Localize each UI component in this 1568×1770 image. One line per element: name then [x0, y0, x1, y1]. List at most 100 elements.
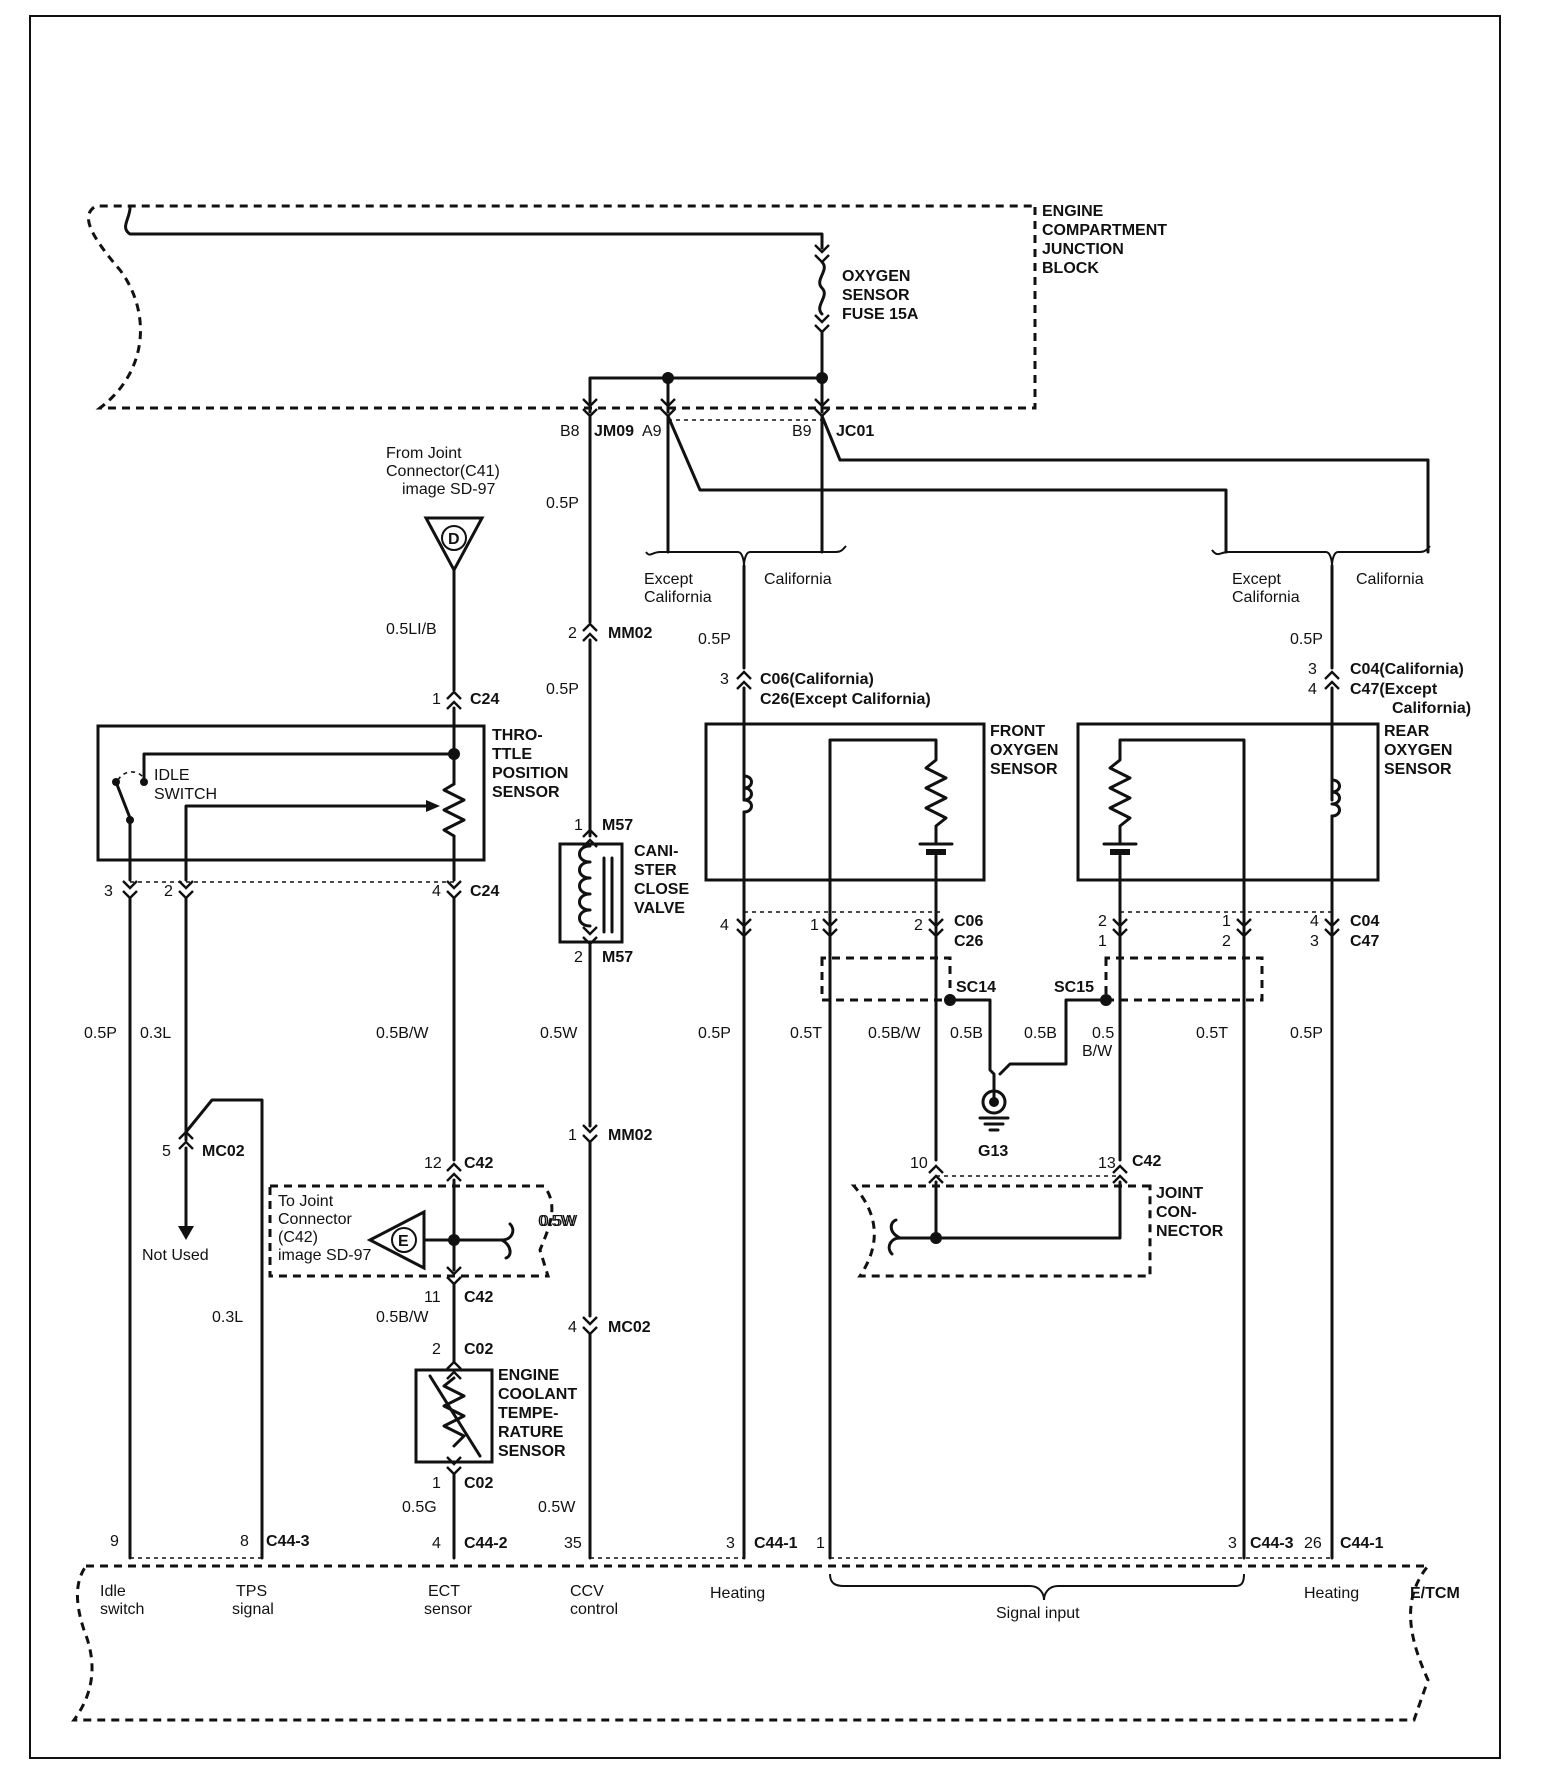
fuse-connector-bottom: [813, 313, 831, 334]
label-jm09: JM09: [594, 423, 634, 440]
pin-4-c44-2: 4: [432, 1535, 441, 1552]
label-c02-bottom: C02: [464, 1475, 493, 1492]
offpage-e-letter: E: [398, 1233, 409, 1250]
label-c47-except-1: C47(Except: [1350, 681, 1438, 698]
label-c04-california: C04(California): [1350, 661, 1464, 678]
label-mm02-bottom: MM02: [608, 1127, 653, 1144]
bus-splice-2: [816, 372, 828, 384]
engine-coolant-temperature-sensor: [414, 1368, 494, 1464]
wire-05p-mm02: 0.5P: [546, 681, 579, 698]
label-c44-3-right: C44-3: [1250, 1535, 1294, 1552]
wire-05lib: 0.5LI/B: [386, 621, 437, 638]
pin-1-front: 1: [810, 917, 819, 934]
pin-1-c44-3: 1: [816, 1535, 825, 1552]
pin-1-rear-b: 1: [1222, 913, 1231, 930]
label-mc02-4: MC02: [608, 1319, 651, 1336]
pin-b9: B9: [792, 423, 812, 440]
label-c06-california: C06(California): [760, 671, 874, 688]
front-split-bracket: [645, 545, 847, 567]
label-g13: G13: [978, 1143, 1008, 1160]
pin-10-c42: 10: [910, 1155, 928, 1172]
wire-05bw-label-2: 0.5B/W: [376, 1309, 429, 1326]
label-c24-bottom: C24: [470, 883, 499, 900]
signal-input-bracket: [829, 1573, 1245, 1601]
pin-1-c24: 1: [432, 691, 441, 708]
rear-o2-heater-coil: [1330, 778, 1341, 818]
wire-b9-cal-rear: [820, 414, 1430, 554]
pin-1-rear: 1: [1098, 933, 1107, 950]
splice-box-sc15: [1104, 956, 1264, 1002]
fuse-feed-wire: [124, 206, 824, 250]
term-idle-1: Idle: [100, 1583, 126, 1600]
pin-4-c24: 4: [432, 883, 441, 900]
front-o2-sensing-element: [828, 738, 948, 942]
wire-05w-mm02: 0.5W: [538, 1213, 576, 1230]
idle-switch-label-2: SWITCH: [154, 786, 217, 803]
not-used-arrow: [178, 1226, 194, 1240]
pin-3-c44-3: 3: [1228, 1535, 1237, 1552]
label-mm02-top: MM02: [608, 625, 653, 642]
connector-c02-1: [445, 1455, 463, 1476]
wire-05p-rear-heater: 0.5P: [1290, 1025, 1323, 1042]
wire-05p-front-feed: 0.5P: [698, 631, 731, 648]
wire-05bw-front: 0.5B/W: [868, 1025, 921, 1042]
term-tps-1: TPS: [236, 1583, 267, 1600]
oxygen-sensor-fuse: [818, 260, 826, 316]
front-o2-heater-coil: [742, 774, 753, 814]
label-c44-1-right: C44-1: [1340, 1535, 1384, 1552]
split-except-2: California: [644, 589, 712, 606]
split-california: California: [764, 571, 832, 588]
term-signal-input: Signal input: [996, 1605, 1080, 1622]
pin-3-c24: 3: [104, 883, 113, 900]
rear-split-bracket: [1211, 545, 1431, 567]
c42-feed-05w: [452, 1222, 515, 1260]
connector-c24-4: [445, 879, 463, 900]
joint-feed: [887, 1218, 938, 1256]
fuse-label-2: SENSOR: [842, 287, 910, 304]
pin-26-c44: 26: [1304, 1535, 1322, 1552]
wire-03l-lower: 0.3L: [212, 1309, 243, 1326]
pin-a9: A9: [642, 423, 662, 440]
connector-c24-2: [177, 879, 195, 900]
tps-label-2: TTLE: [492, 746, 532, 763]
pin-3-c06: 3: [720, 671, 729, 688]
connector-c24-1: [445, 690, 463, 711]
etcm-module: [71, 1564, 1432, 1722]
wire-05g: 0.5G: [402, 1499, 437, 1516]
to-joint-3: (C42): [278, 1229, 318, 1246]
pin-1-m57: 1: [574, 817, 583, 834]
label-c44-2: C44-2: [464, 1535, 508, 1552]
wire-sc15-ground: [998, 998, 1108, 1076]
label-c44-1-left: C44-1: [754, 1535, 798, 1552]
front-o2-label-2: OXYGEN: [990, 742, 1058, 759]
wire-05p-rear-feed: 0.5P: [1290, 631, 1323, 648]
to-joint-1: To Joint: [278, 1193, 334, 1210]
term-heating-rear: Heating: [1304, 1585, 1359, 1602]
ecjb-label-3: JUNCTION: [1042, 241, 1124, 258]
rear-o2-label-1: REAR: [1384, 723, 1430, 740]
ecjb-label-4: BLOCK: [1042, 260, 1099, 277]
label-sc14: SC14: [956, 979, 996, 996]
label-c26-out: C26: [954, 933, 983, 950]
offpage-d-letter: D: [448, 531, 460, 548]
pin-3-c04: 3: [1308, 661, 1317, 678]
term-tps-2: signal: [232, 1601, 274, 1618]
wire-05p-jm09: 0.5P: [546, 495, 579, 512]
pin-4-c47: 4: [1308, 681, 1317, 698]
to-joint-2: Connector: [278, 1211, 352, 1228]
ecjb-label-1: ENGINE: [1042, 203, 1104, 220]
canister-coil: [578, 844, 592, 928]
split-except-rear-1: Except: [1232, 571, 1281, 588]
label-m57-bottom: M57: [602, 949, 633, 966]
label-c02-top: C02: [464, 1341, 493, 1358]
wire-05bw-rear-1: 0.5: [1092, 1025, 1114, 1042]
